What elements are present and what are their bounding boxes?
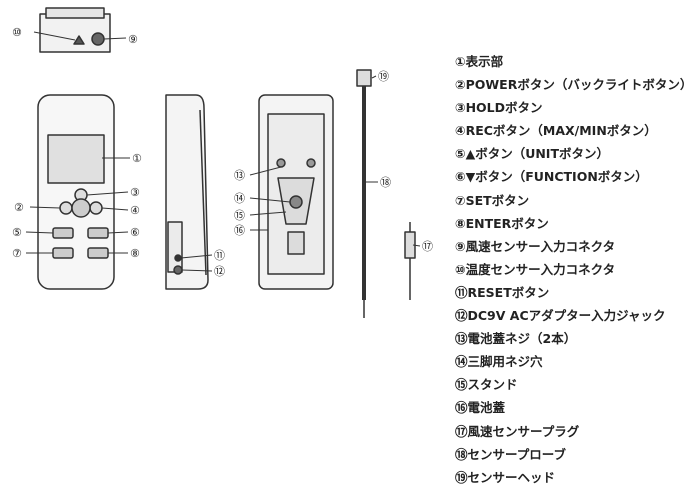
wind-sensor-connector — [91, 32, 105, 46]
down-button — [87, 227, 109, 239]
callout-13: ⑬ — [234, 169, 245, 182]
callout-labels: ⑩ ⑨ ① ② ③ ④ ⑤ ⑥ ⑦ ⑧ ⑪ ⑫ ⑬ ⑭ ⑮ ⑯ ⑲ ⑱ ⑰ — [12, 26, 433, 278]
legend-item-4: ④RECボタン（MAX/MINボタン） — [455, 123, 657, 139]
legend-item-11: ⑪RESETボタン — [455, 284, 550, 300]
center-button — [71, 198, 91, 218]
legend-item-12: ⑫DC9V ACアダプター入力ジャック — [455, 308, 666, 324]
sensor-head — [356, 69, 372, 87]
callout-4: ④ — [130, 204, 140, 217]
legend-item-17: ⑰風速センサープラグ — [455, 423, 580, 439]
rec-button — [89, 201, 103, 215]
back-view — [258, 94, 334, 290]
legend-item-3: ③HOLDボタン — [455, 100, 543, 116]
device-diagram: ⑩ ⑨ ① ② ③ ④ ⑤ ⑥ ⑦ ⑧ ⑪ ⑫ ⑬ ⑭ ⑮ ⑯ ⑲ ⑱ ⑰ — [12, 7, 433, 318]
callout-16: ⑯ — [234, 224, 245, 237]
battery-cover-screw-left — [276, 158, 286, 168]
legend-item-9: ⑨風速センサー入力コネクタ — [455, 238, 616, 254]
temperature-connector — [73, 35, 85, 45]
callout-1: ① — [132, 152, 142, 165]
callout-3: ③ — [130, 186, 140, 199]
legend-item-19: ⑲センサーヘッド — [455, 469, 556, 485]
legend-item-1: ①表示部 — [455, 54, 504, 69]
callout-7: ⑦ — [12, 247, 22, 260]
probe — [356, 69, 416, 318]
legend-item-16: ⑯電池蓋 — [455, 400, 506, 416]
legend-item-18: ⑱センサープローブ — [455, 446, 567, 462]
enter-button — [87, 247, 109, 259]
callout-15: ⑮ — [234, 209, 245, 222]
legend-item-5: ⑤▲ボタン（UNITボタン） — [455, 146, 609, 162]
leader-lines — [25, 31, 421, 272]
callout-18: ⑱ — [380, 176, 391, 189]
legend-item-15: ⑮スタンド — [455, 377, 518, 393]
battery-cover-screw-right — [306, 158, 316, 168]
callout-19: ⑲ — [378, 70, 389, 83]
legend-item-10: ⑩温度センサー入力コネクタ — [455, 261, 616, 277]
power-button — [59, 201, 73, 215]
legend-item-13: ⑬電池蓋ネジ（2本） — [455, 331, 577, 347]
callout-12: ⑫ — [214, 265, 225, 278]
callout-9: ⑨ — [128, 33, 138, 46]
legend-item-7: ⑦SETボタン — [455, 192, 530, 208]
top-view — [39, 7, 111, 53]
callout-8: ⑧ — [130, 247, 140, 260]
callout-11: ⑪ — [214, 249, 225, 262]
callout-2: ② — [14, 201, 24, 214]
legend-item-8: ⑧ENTERボタン — [455, 215, 549, 231]
legend-item-2: ②POWERボタン（バックライトボタン） — [455, 77, 693, 93]
parts-legend: ①表示部 ②POWERボタン（バックライトボタン） ③HOLDボタン ④RECボ… — [455, 50, 700, 489]
callout-5: ⑤ — [12, 226, 22, 239]
callout-17: ⑰ — [422, 240, 433, 253]
callout-14: ⑭ — [234, 192, 245, 205]
legend-item-6: ⑥▼ボタン（FUNCTIONボタン） — [455, 169, 648, 185]
reset-button — [174, 254, 182, 262]
dc-jack — [173, 265, 183, 275]
front-view — [37, 94, 115, 290]
side-view — [165, 94, 209, 290]
tripod-hole — [289, 195, 303, 209]
up-button — [52, 227, 74, 239]
legend-item-14: ⑭三脚用ネジ穴 — [455, 354, 543, 370]
set-button — [52, 247, 74, 259]
callout-6: ⑥ — [130, 226, 140, 239]
callout-10: ⑩ — [12, 26, 22, 39]
